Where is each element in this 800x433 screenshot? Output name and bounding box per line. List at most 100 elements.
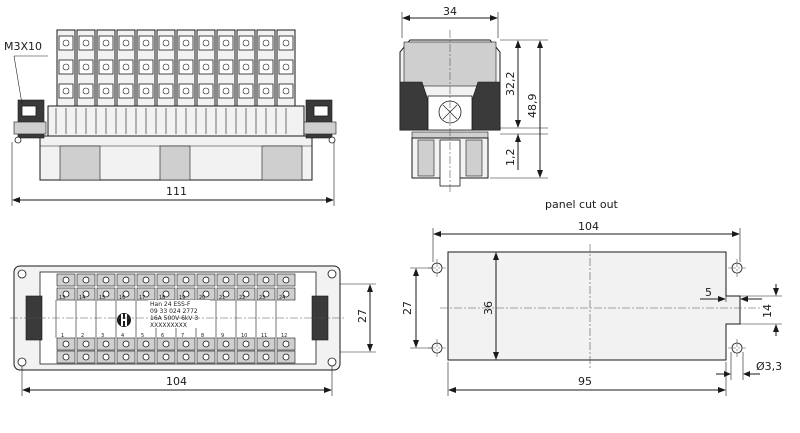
contact-number-top: 14 xyxy=(79,295,85,301)
front-contact-cell xyxy=(198,59,214,75)
front-contact-screw-icon xyxy=(122,39,130,47)
front-contact-screw-icon xyxy=(122,63,130,71)
front-contact-cell xyxy=(78,59,94,75)
plan-contact-top-icon xyxy=(182,276,190,284)
contact-number-top: 13 xyxy=(59,295,65,301)
plan-contact-top-icon xyxy=(122,276,130,284)
plan-contact-bottom-icon xyxy=(222,340,230,348)
dimension-panel-hole-diameter: Ø3,3 xyxy=(756,360,782,373)
front-contact-screw-icon xyxy=(242,63,250,71)
plan-contact-bottom-icon xyxy=(262,353,270,361)
contact-number-top: 19 xyxy=(179,295,185,301)
front-contact-cell xyxy=(218,35,234,51)
plan-contact-bottom-icon xyxy=(202,340,210,348)
front-contact-cell xyxy=(58,35,74,51)
product-label-line2: 09 33 024 2772 xyxy=(150,308,198,315)
plan-contact-bottom-icon xyxy=(122,353,130,361)
front-contact-screw-icon xyxy=(282,87,290,95)
front-contact-cell xyxy=(78,83,94,99)
plan-contact-top-icon xyxy=(222,290,230,298)
front-contact-cell xyxy=(238,35,254,51)
plan-contact-bottom-icon xyxy=(202,353,210,361)
front-terminal-block xyxy=(56,29,296,107)
dimension-plan-length: 104 xyxy=(166,375,187,388)
front-contact-cell xyxy=(178,59,194,75)
plan-contact-top-icon xyxy=(242,290,250,298)
plan-contact-bottom-icon xyxy=(102,353,110,361)
front-contact-screw-icon xyxy=(62,39,70,47)
front-contact-screw-icon xyxy=(222,39,230,47)
front-contact-screw-icon xyxy=(202,39,210,47)
front-contact-cell xyxy=(178,83,194,99)
front-contact-cell xyxy=(278,83,294,99)
contact-number-bottom: 3 xyxy=(101,333,104,339)
front-contact-cell xyxy=(178,35,194,51)
contact-number-bottom: 5 xyxy=(141,333,144,339)
plan-contact-top-icon xyxy=(262,290,270,298)
plan-contact-top-icon xyxy=(122,290,130,298)
front-contact-screw-icon xyxy=(122,87,130,95)
plan-contact-top-icon xyxy=(162,290,170,298)
product-label-line4: XXXXXXXXX xyxy=(150,322,187,329)
plan-contact-bottom-icon xyxy=(222,353,230,361)
front-contact-screw-icon xyxy=(262,87,270,95)
front-contact-cell xyxy=(58,83,74,99)
front-contact-cell xyxy=(118,83,134,99)
front-contact-screw-icon xyxy=(282,63,290,71)
front-contact-cell xyxy=(278,59,294,75)
front-contact-screw-icon xyxy=(262,63,270,71)
contact-number-top: 24 xyxy=(279,295,285,301)
contact-number-bottom: 2 xyxy=(81,333,84,339)
plan-contact-bottom-icon xyxy=(262,340,270,348)
front-contact-cell xyxy=(98,35,114,51)
front-contact-screw-icon xyxy=(62,87,70,95)
screw-callout: M3X10 xyxy=(4,40,42,53)
plan-contact-grid xyxy=(55,273,296,364)
plan-contact-top-icon xyxy=(242,276,250,284)
front-contact-cell xyxy=(98,83,114,99)
contact-number-top: 16 xyxy=(119,295,125,301)
front-contact-cell xyxy=(138,59,154,75)
front-contact-screw-icon xyxy=(82,63,90,71)
dimension-panel-length: 104 xyxy=(578,220,599,233)
dimension-panel-hole-vertical: 27 xyxy=(401,301,414,315)
plan-contact-bottom-icon xyxy=(162,353,170,361)
contact-number-bottom: 4 xyxy=(121,333,124,339)
front-contact-cell xyxy=(158,83,174,99)
contact-number-top: 20 xyxy=(199,295,205,301)
side-view: 34 32,2 48,9 1,2 xyxy=(399,5,548,192)
front-contact-screw-icon xyxy=(82,39,90,47)
contact-number-bottom: 1 xyxy=(61,333,64,339)
plan-contact-top-icon xyxy=(142,290,150,298)
front-contact-screw-icon xyxy=(182,39,190,47)
plan-contact-bottom-icon xyxy=(142,353,150,361)
front-contact-screw-icon xyxy=(142,39,150,47)
contact-number-bottom: 11 xyxy=(261,333,267,339)
dimension-front-length: 111 xyxy=(166,185,187,198)
plan-contact-bottom-icon xyxy=(242,353,250,361)
plan-contact-bottom-icon xyxy=(122,340,130,348)
front-contact-cell xyxy=(118,59,134,75)
front-contact-cell xyxy=(198,83,214,99)
contact-number-top: 21 xyxy=(219,295,225,301)
front-contact-screw-icon xyxy=(62,63,70,71)
plan-contact-top-icon xyxy=(82,276,90,284)
front-contact-cell xyxy=(138,83,154,99)
mount-hole-tr xyxy=(327,269,337,279)
plan-contact-bottom-icon xyxy=(182,340,190,348)
plan-contact-top-icon xyxy=(102,290,110,298)
dimension-panel-hole-spacing: 95 xyxy=(578,375,592,388)
front-contact-screw-icon xyxy=(142,87,150,95)
front-contact-cell xyxy=(198,35,214,51)
front-contact-screw-icon xyxy=(202,63,210,71)
plan-contact-bottom-icon xyxy=(182,353,190,361)
contact-number-bottom: 7 xyxy=(181,333,184,339)
contact-number-bottom: 8 xyxy=(201,333,204,339)
product-label-line1: Han 24 ESS-F xyxy=(150,301,191,308)
plan-contact-top-icon xyxy=(282,290,290,298)
plan-contact-bottom-icon xyxy=(62,353,70,361)
plan-contact-top-icon xyxy=(162,276,170,284)
plan-contact-bottom-icon xyxy=(62,340,70,348)
